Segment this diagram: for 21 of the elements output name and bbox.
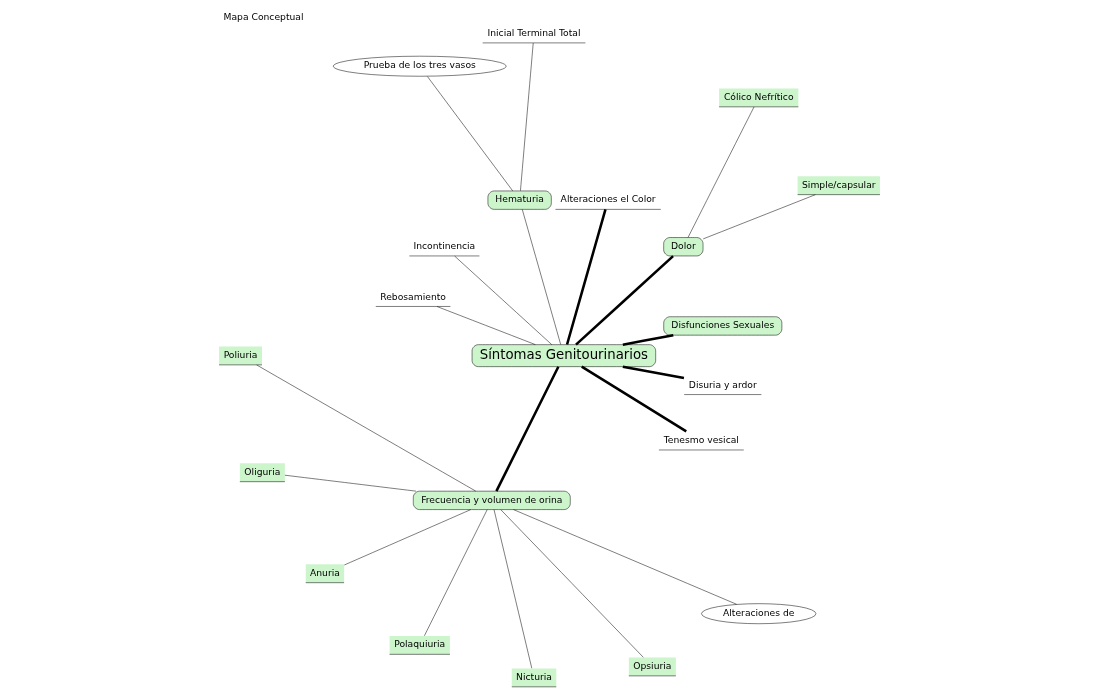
connector	[622, 333, 674, 346]
diagram-title: Mapa Conceptual	[223, 10, 304, 22]
connector	[565, 209, 607, 345]
node-text: Disuria y ardor	[688, 378, 757, 390]
node-text: Rebosamiento	[380, 290, 446, 302]
node-box: Hematuria	[487, 190, 552, 210]
node-text: Alteraciones el Color	[560, 193, 656, 205]
node-ellipse: Alteraciones de	[701, 603, 817, 624]
node-text: Incontinencia	[413, 239, 476, 251]
node-box: Dolor	[663, 237, 704, 257]
connector	[581, 365, 687, 433]
node-box: Disfunciones Sexuales	[663, 316, 783, 336]
connector	[436, 306, 536, 345]
node-text: Inicial Terminal Total	[487, 26, 581, 38]
node-box: Frecuencia y volumen de orina	[413, 490, 571, 510]
node-text: Tenesmo vesical	[663, 434, 739, 446]
connector	[575, 255, 674, 346]
node-box: Síntomas Genitourinarios	[471, 344, 656, 367]
connector	[622, 365, 685, 380]
node-ellipse: Prueba de los tres vasos	[333, 55, 507, 77]
connector	[495, 366, 560, 492]
